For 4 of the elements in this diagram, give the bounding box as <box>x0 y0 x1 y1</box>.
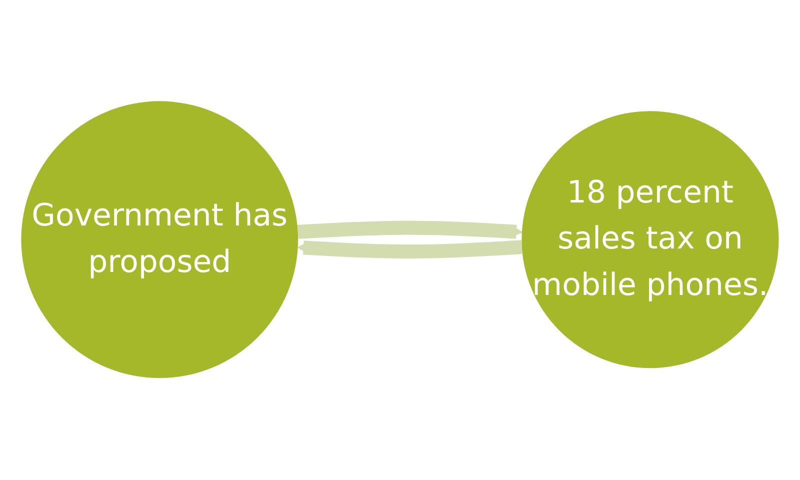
node-circle: Government has proposed <box>21 102 298 378</box>
arrow <box>297 240 522 259</box>
arrow <box>297 221 522 240</box>
node-circle: 18 percent sales tax on mobile phones. <box>522 111 779 369</box>
